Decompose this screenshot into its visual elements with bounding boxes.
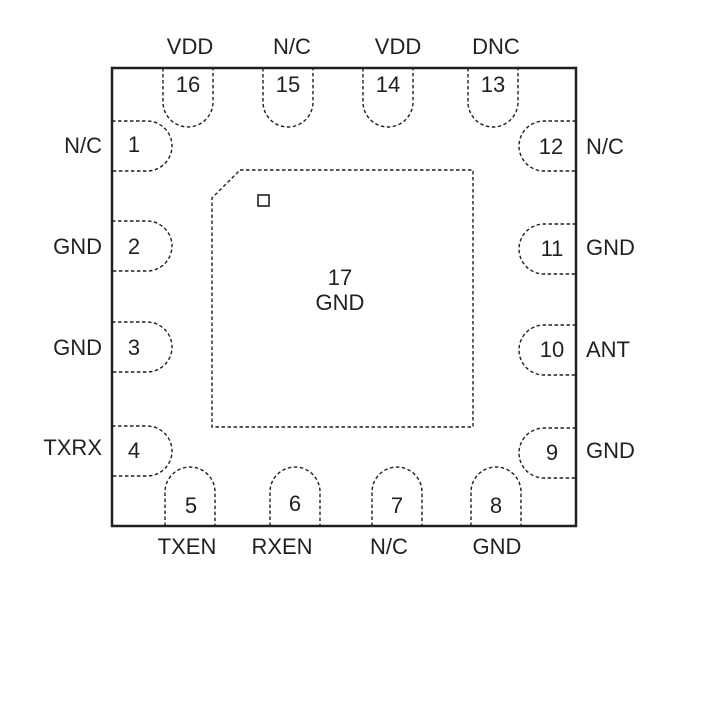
pin-label-11: GND — [586, 235, 635, 260]
pin-number-2: 2 — [128, 234, 140, 259]
pin-outline-9 — [518, 427, 576, 479]
pin-number-11: 11 — [541, 236, 564, 261]
pin-number-14: 14 — [376, 72, 400, 97]
pin-outline-6 — [269, 466, 321, 526]
pin-number-15: 15 — [276, 72, 300, 97]
pin-label-7: N/C — [370, 534, 408, 559]
pin-number-4: 4 — [128, 438, 140, 463]
pin-outline-8 — [470, 466, 522, 526]
pin-number-10: 10 — [540, 337, 564, 362]
exposed-pad-outline — [211, 169, 474, 428]
pin-label-13: DNC — [472, 34, 520, 59]
pin-outline-13 — [467, 68, 519, 128]
pin-number-1: 1 — [128, 132, 140, 157]
exposed-pad-label: GND — [316, 290, 365, 315]
pin-label-4: TXRX — [43, 435, 102, 460]
exposed-pad-number: 17 — [328, 265, 352, 290]
pin-outline-15 — [262, 68, 314, 128]
pin-outline-5 — [164, 466, 216, 526]
pin-label-3: GND — [53, 335, 102, 360]
pin-number-3: 3 — [128, 335, 140, 360]
pin-outline-1 — [112, 120, 173, 172]
pin-outline-12 — [518, 120, 576, 172]
pin-number-9: 9 — [546, 440, 558, 465]
package-outline — [110, 66, 578, 528]
pin-label-14: VDD — [375, 34, 421, 59]
pin-label-1: N/C — [64, 133, 102, 158]
pin-number-5: 5 — [185, 493, 197, 518]
pin-number-6: 6 — [289, 491, 301, 516]
pin-label-5: TXEN — [158, 534, 217, 559]
pin-outline-14 — [362, 68, 414, 128]
pin-label-8: GND — [473, 534, 522, 559]
pin-number-16: 16 — [176, 72, 200, 97]
pin-number-12: 12 — [539, 134, 563, 159]
pin-label-6: RXEN — [251, 534, 312, 559]
pin-outline-11 — [518, 223, 576, 275]
pin-label-16: VDD — [167, 34, 213, 59]
pin-outline-16 — [162, 68, 214, 128]
pin-label-2: GND — [53, 234, 102, 259]
pin-outline-3 — [112, 321, 173, 373]
pin-outline-4 — [112, 425, 173, 477]
pin-label-9: GND — [586, 438, 635, 463]
pin-label-12: N/C — [586, 134, 624, 159]
pin-outline-10 — [518, 324, 576, 376]
pin-number-7: 7 — [391, 493, 403, 518]
pin-number-8: 8 — [490, 493, 502, 518]
pin-outline-2 — [112, 220, 173, 272]
pin-number-13: 13 — [481, 72, 505, 97]
pin-label-15: N/C — [273, 34, 311, 59]
pin-outline-7 — [371, 466, 423, 526]
pin1-marker — [257, 194, 270, 207]
pin-label-10: ANT — [586, 337, 630, 362]
